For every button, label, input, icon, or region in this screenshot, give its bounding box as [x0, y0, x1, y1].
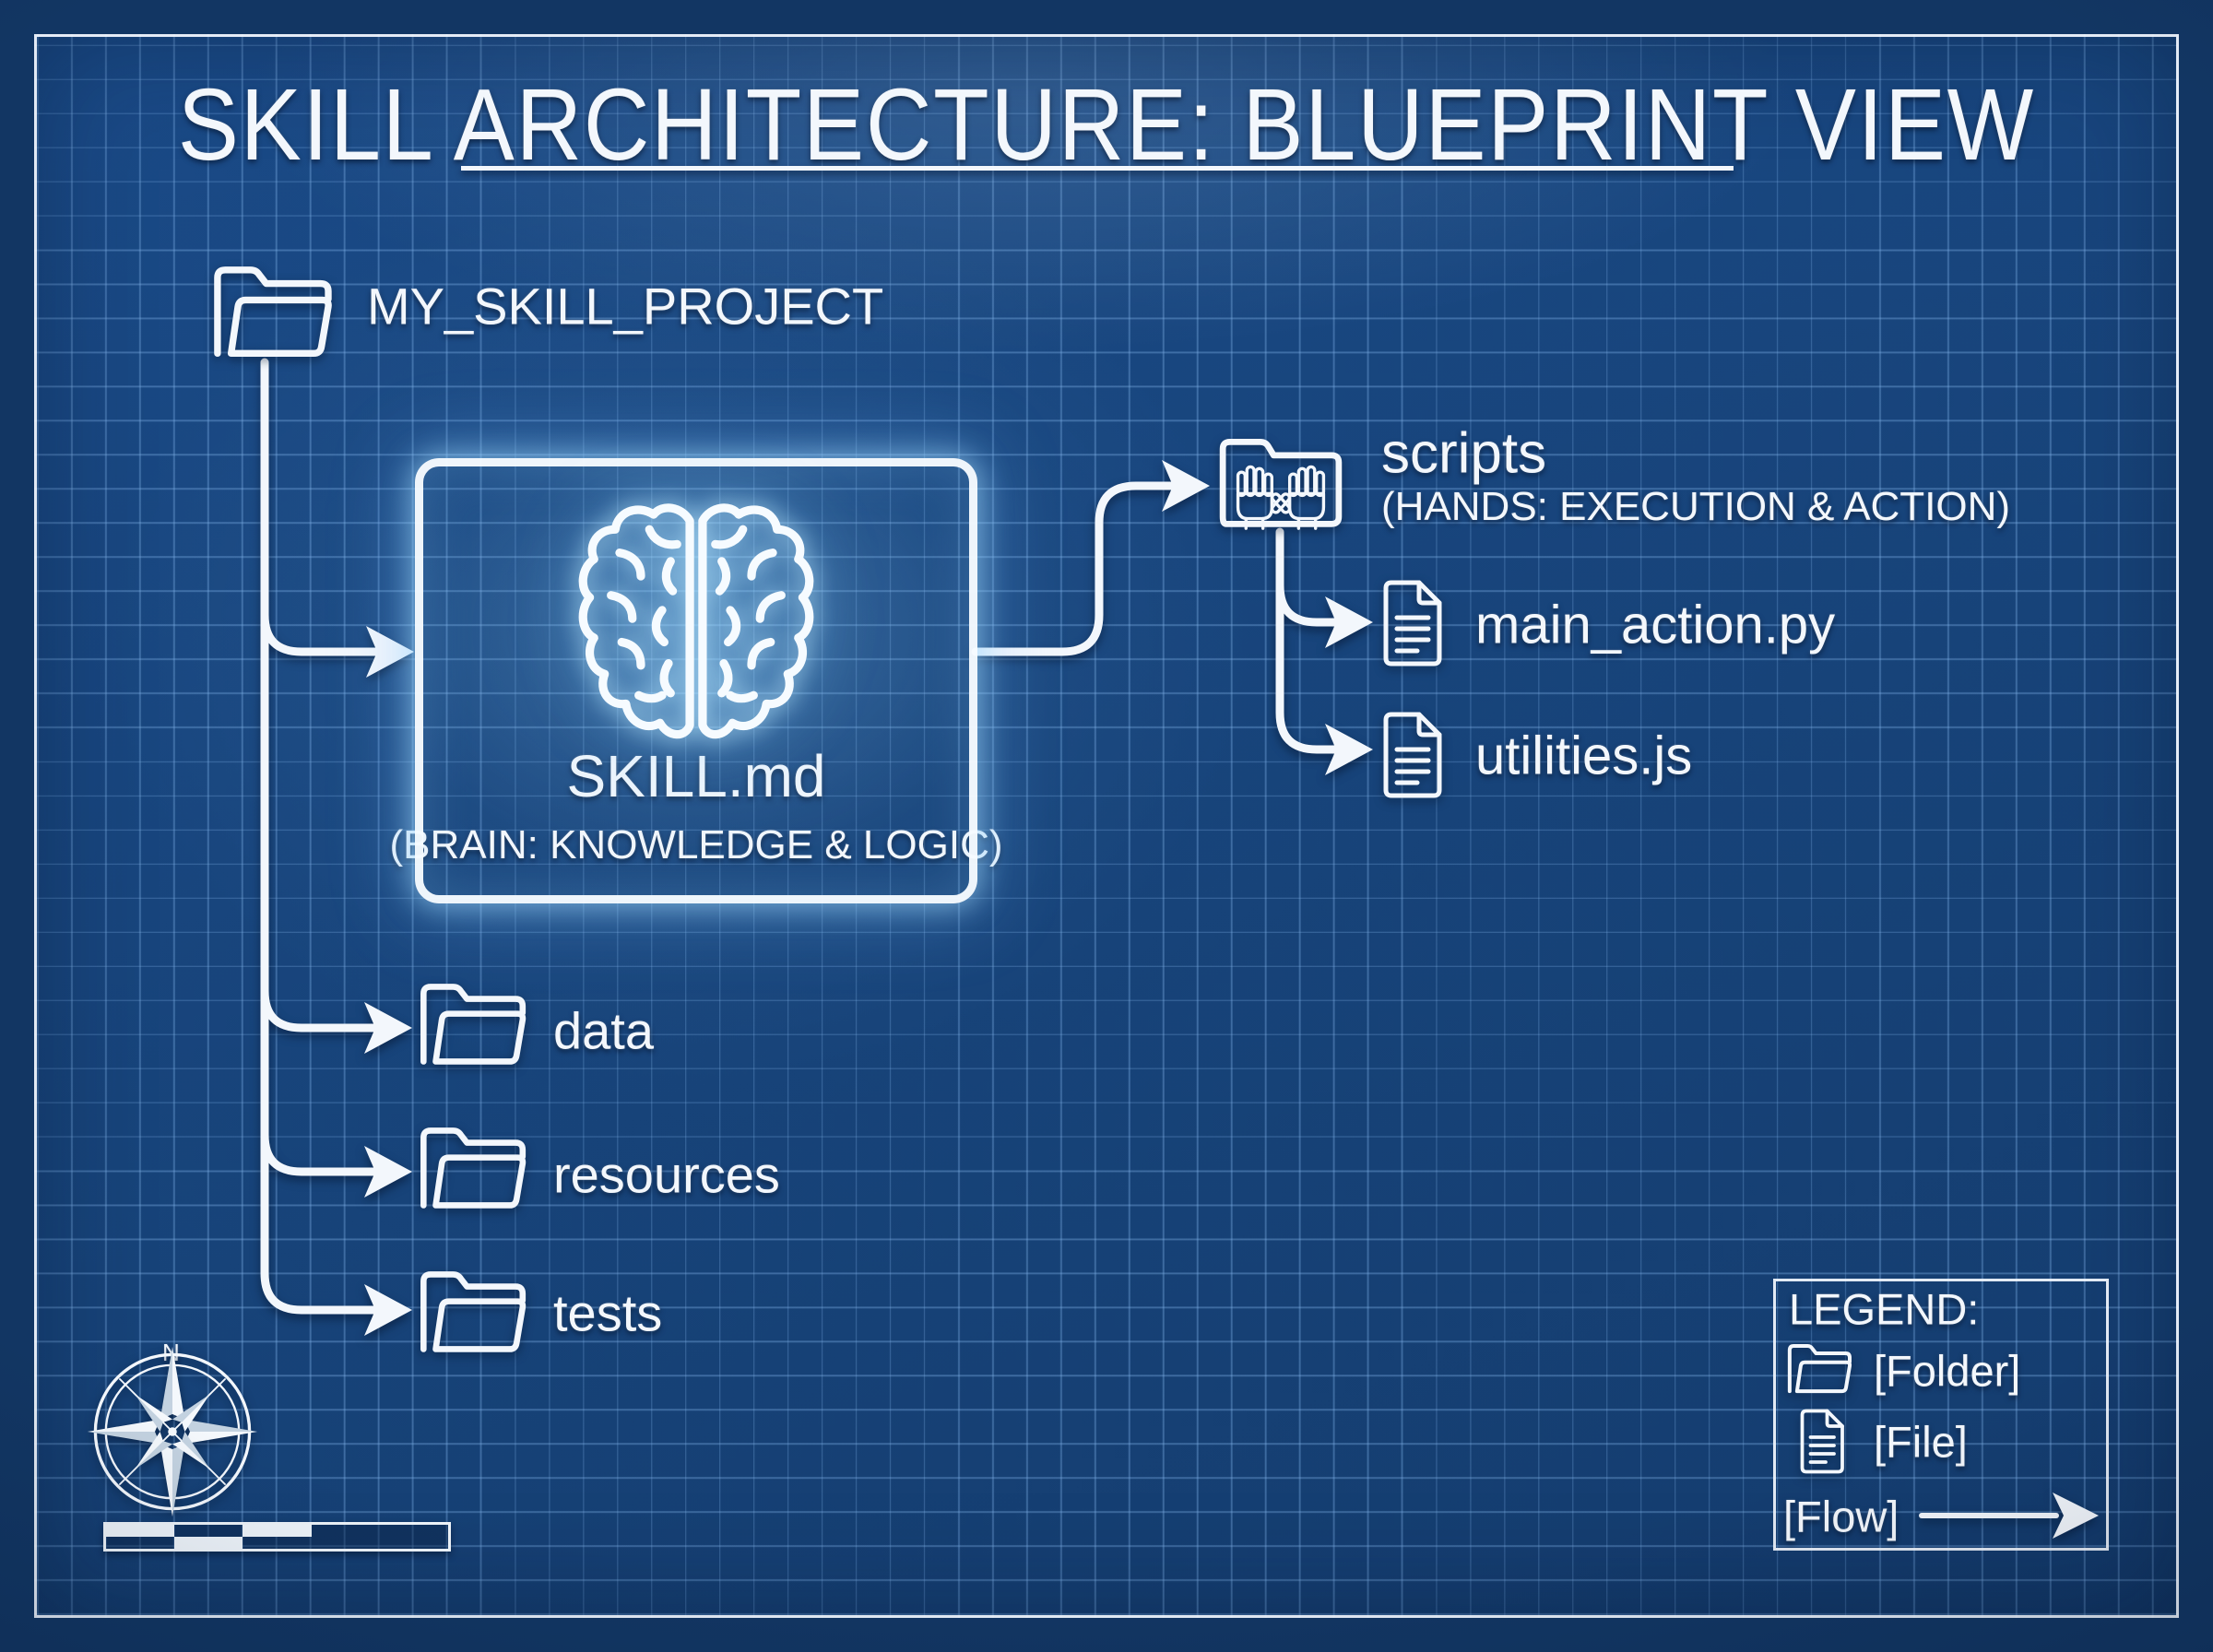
scale-bar-row-top	[106, 1525, 448, 1537]
arrowhead-resources	[364, 1146, 412, 1198]
hands-icon	[1236, 465, 1326, 530]
folder-icon	[413, 1115, 535, 1219]
brain-icon	[578, 493, 816, 770]
legend-title: LEGEND:	[1789, 1284, 1980, 1334]
connector-scripts-trunk	[1275, 527, 1341, 754]
hands-folder-icon	[1219, 438, 1343, 530]
folder-label-resources: resources	[553, 1145, 780, 1204]
connector-skill-to-scripts	[971, 481, 1178, 656]
file-label-main-action: main_action.py	[1475, 595, 1836, 655]
legend-file-label: [File]	[1874, 1417, 1968, 1467]
arrowhead-data	[364, 1002, 412, 1054]
folder-label-data: data	[553, 1001, 654, 1060]
folder-icon	[205, 256, 343, 365]
connector-branch-skill	[260, 610, 382, 656]
scale-bar	[103, 1522, 451, 1552]
folder-icon	[1783, 1339, 1857, 1398]
file-icon	[1376, 577, 1451, 669]
file-icon	[1376, 709, 1451, 801]
scripts-folder-label: scripts	[1381, 421, 1547, 486]
scripts-folder-sublabel: (HANDS: EXECUTION & ACTION)	[1381, 484, 2011, 529]
connector-branch-data	[260, 986, 380, 1032]
folder-label-tests: tests	[553, 1283, 663, 1342]
arrowhead-scripts	[1162, 460, 1210, 512]
folder-icon	[413, 1259, 535, 1363]
flow-arrow-icon	[1919, 1493, 2099, 1539]
root-folder-label: MY_SKILL_PROJECT	[367, 277, 884, 336]
connector-branch-resources	[260, 1130, 380, 1176]
flow-arrowheads	[364, 460, 1373, 1336]
file-icon	[1795, 1407, 1851, 1476]
arrowhead-file1	[1325, 596, 1373, 648]
connector-branch-file1	[1275, 581, 1341, 627]
compass-north-label: N	[162, 1339, 180, 1366]
arrowhead-skill	[366, 626, 414, 678]
legend-folder-label: [Folder]	[1874, 1346, 2021, 1396]
skill-md-box	[415, 458, 977, 903]
compass-rose-icon	[87, 1346, 258, 1517]
scale-bar-row-bottom	[106, 1537, 448, 1549]
connector-root-trunk	[260, 358, 380, 1315]
legend-box	[1773, 1279, 2109, 1551]
legend-flow-label: [Flow]	[1783, 1492, 1899, 1541]
folder-icon	[413, 972, 535, 1075]
title-underline	[461, 166, 1734, 171]
skill-md-sublabel: (BRAIN: KNOWLEDGE & LOGIC)	[390, 822, 1003, 868]
file-label-utilities: utilities.js	[1475, 726, 1693, 786]
page-title: SKILL ARCHITECTURE: BLUEPRINT VIEW	[177, 68, 2036, 182]
arrowhead-file2	[1325, 724, 1373, 775]
arrowhead-tests	[364, 1284, 412, 1336]
skill-md-label: SKILL.md	[566, 742, 825, 810]
